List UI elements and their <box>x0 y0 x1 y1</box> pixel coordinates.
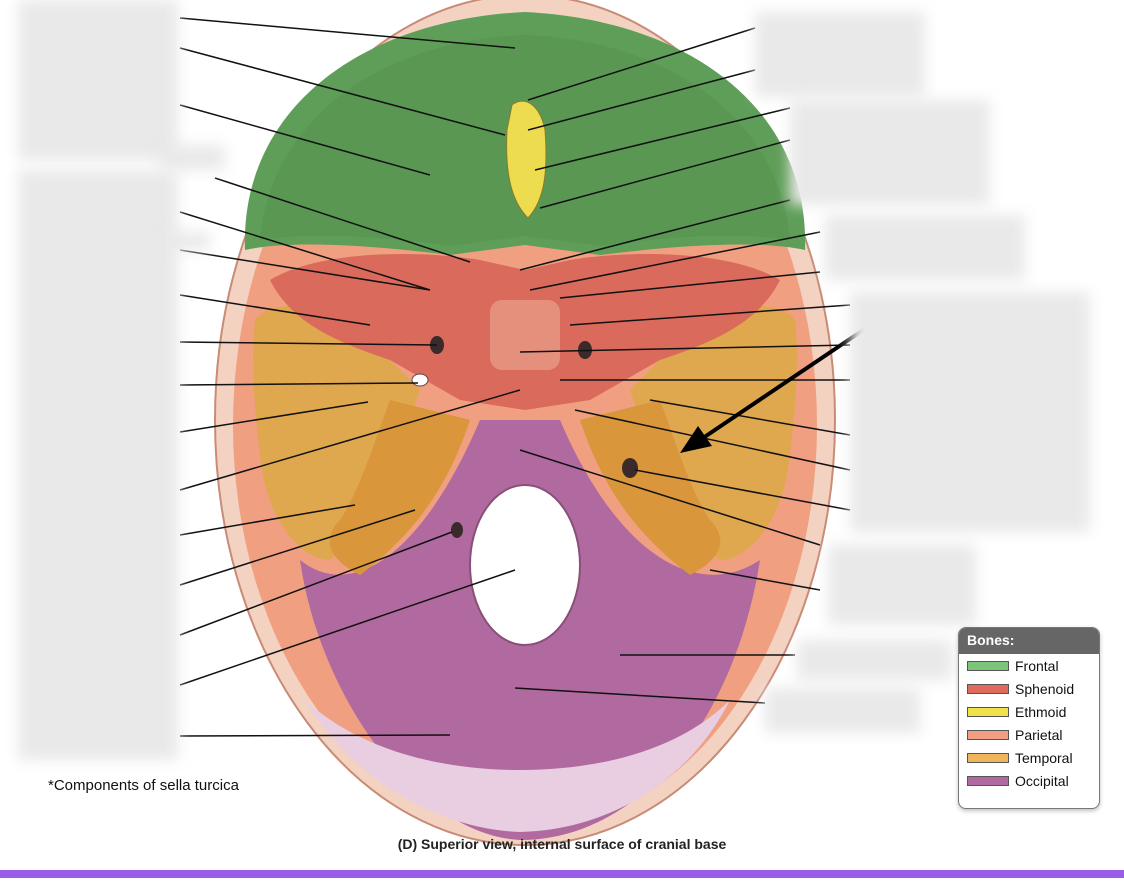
petrous-right <box>580 400 721 575</box>
legend-item-ethmoid: Ethmoid <box>959 700 1099 723</box>
hypoglossal-canal-left <box>451 522 463 538</box>
legend-item-parietal: Parietal <box>959 723 1099 746</box>
legend-label: Sphenoid <box>1015 680 1075 697</box>
hidden-label-right-5 <box>828 545 976 625</box>
ethmoid-bone <box>506 100 547 219</box>
legend-swatch <box>967 752 1009 763</box>
accent-bar <box>0 870 1124 878</box>
foramen-magnum <box>469 484 581 646</box>
legend-item-sphenoid: Sphenoid <box>959 677 1099 700</box>
legend-label: Temporal <box>1015 749 1073 766</box>
legend-swatch <box>967 729 1009 740</box>
legend-label: Occipital <box>1015 772 1069 789</box>
hidden-label-left-2 <box>160 145 225 170</box>
figure-caption: (D) Superior view, internal surface of c… <box>397 836 727 852</box>
hidden-label-right-7 <box>765 688 920 733</box>
foramen-lacerum-left <box>411 373 429 387</box>
hidden-label-left-4 <box>160 232 210 250</box>
hidden-label-right-6 <box>797 640 952 680</box>
legend-item-occipital: Occipital <box>959 769 1099 792</box>
petrous-left <box>329 400 470 575</box>
hidden-label-right-2 <box>790 100 990 205</box>
footnote: *Components of sella turcica <box>48 777 239 794</box>
sella-turcica <box>490 300 560 370</box>
legend-swatch <box>967 775 1009 786</box>
hidden-label-left-1 <box>18 0 178 160</box>
legend-swatch <box>967 683 1009 694</box>
occipital-rim <box>305 700 730 832</box>
legend-title: Bones: <box>959 628 1099 654</box>
legend-swatch <box>967 660 1009 671</box>
legend-label: Frontal <box>1015 657 1059 674</box>
legend-item-temporal: Temporal <box>959 746 1099 769</box>
legend-label: Parietal <box>1015 726 1063 743</box>
hidden-label-right-4 <box>850 292 1090 532</box>
bones-legend: Bones: Frontal Sphenoid Ethmoid Parietal… <box>958 627 1100 809</box>
legend-label: Ethmoid <box>1015 703 1067 720</box>
leader-lines-left <box>179 17 521 737</box>
legend-swatch <box>967 706 1009 717</box>
legend-item-frontal: Frontal <box>959 654 1099 677</box>
internal-acoustic-meatus-right <box>622 458 638 478</box>
leader-lines-right <box>514 27 851 704</box>
hidden-label-left-3 <box>18 170 178 760</box>
hidden-label-right-3 <box>825 215 1025 280</box>
hidden-label-right-1 <box>755 12 925 97</box>
